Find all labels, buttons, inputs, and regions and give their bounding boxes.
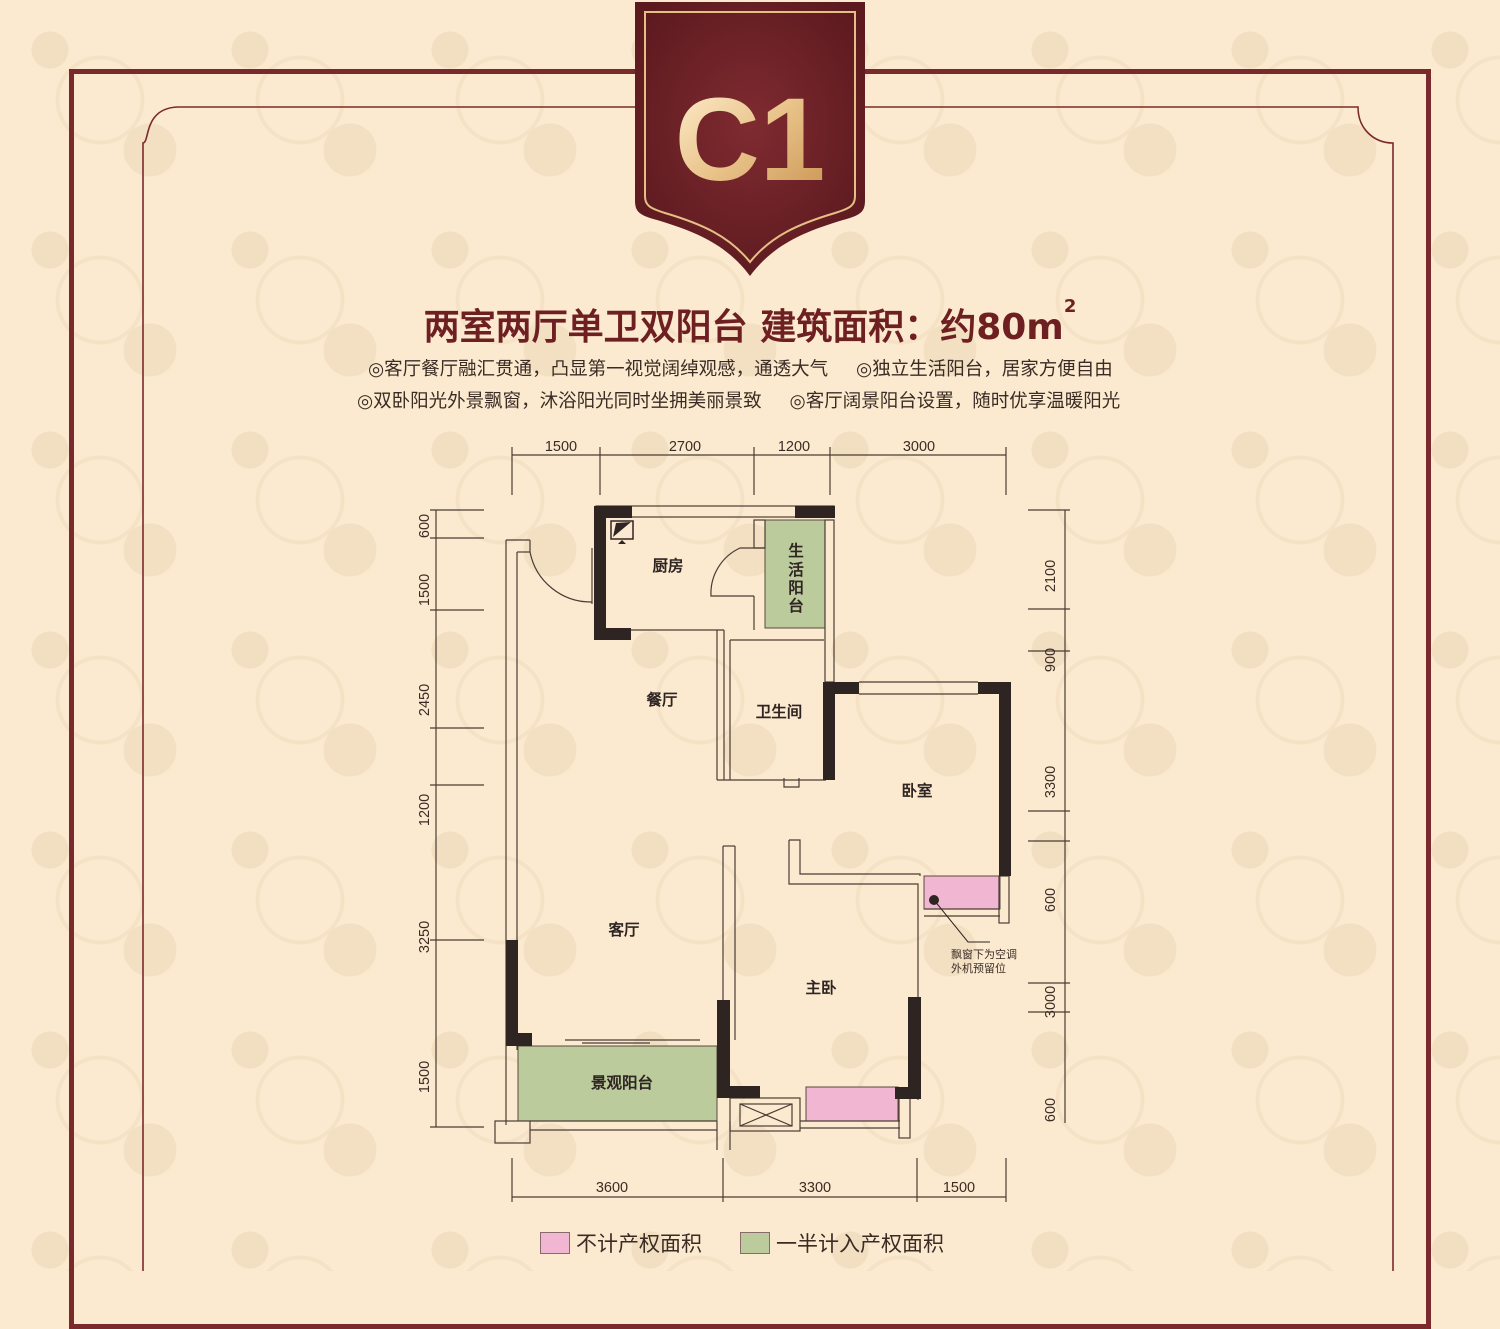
dim-right-4: 600: [1043, 888, 1059, 912]
room-utility-balcony-1: 生: [788, 541, 804, 560]
feature-row-2: ◎双卧阳光外景飘窗，沐浴阳光同时坐拥美丽景致 ◎客厅阔景阳台设置，随时优享温暖阳…: [357, 387, 1157, 413]
thin-walls: [494, 505, 1010, 1150]
structural-walls: [506, 506, 1011, 1099]
ac-note-line1: 飘窗下为空调: [951, 947, 1017, 961]
building-area: 建筑面积：约80m: [760, 307, 1064, 348]
room-view-balcony: 景观阳台: [591, 1073, 653, 1092]
master-bay-window: [805, 1086, 899, 1122]
stove-icon: [610, 520, 634, 544]
feature-item: ◎客厅餐厅融汇贯通，凸显第一视觉阔绰观感，通透大气: [368, 359, 829, 380]
area-unit-superscript: 2: [1063, 296, 1077, 317]
green-swatch: [740, 1232, 770, 1254]
badge-label: C1: [675, 74, 826, 206]
dim-left-1: 600: [417, 514, 433, 538]
feature-item: ◎客厅阔景阳台设置，随时优享温暖阳光: [789, 391, 1121, 412]
dim-left-6: 1500: [417, 1061, 433, 1093]
dim-top-4: 3000: [903, 439, 935, 455]
dim-bottom-2: 3300: [799, 1180, 831, 1196]
feature-row-1: ◎客厅餐厅融汇贯通，凸显第一视觉阔绰观感，通透大气 ◎独立生活阳台，居家方便自由: [368, 355, 1168, 381]
room-bedroom: 卧室: [901, 781, 932, 800]
pink-swatch: [540, 1232, 570, 1254]
dim-bottom-3: 1500: [943, 1180, 975, 1196]
annotation-leader: [933, 899, 990, 943]
inner-frame-border: [142, 106, 1394, 1271]
legend-item-half: 一半计入产权面积: [740, 1228, 944, 1258]
dim-top-2: 2700: [669, 439, 701, 455]
utility-balcony-area: [764, 519, 826, 629]
room-utility-balcony-3: 阳: [788, 579, 804, 597]
dim-top-3: 1200: [778, 439, 810, 455]
legend-label: 不计产权面积: [576, 1232, 702, 1256]
room-utility-balcony-2: 活: [788, 560, 804, 579]
dimension-labels: 1500 2700 1200 3000 3600 3300 1500 600 1…: [417, 439, 1059, 1196]
room-master-bedroom: 主卧: [805, 978, 837, 997]
dimension-lines: [430, 447, 1070, 1202]
layout-summary: 两室两厅单卫双阳台: [423, 307, 748, 348]
dim-left-2: 1500: [417, 574, 433, 606]
unit-type-badge: C1: [635, 2, 865, 276]
dim-right-5: 3000: [1043, 986, 1059, 1018]
legend-label: 一半计入产权面积: [776, 1232, 944, 1256]
room-living: 客厅: [608, 920, 640, 939]
dim-right-1: 2100: [1043, 560, 1059, 592]
room-utility-balcony-4: 台: [788, 596, 804, 615]
floor-plan: 1500 2700 1200 3000 3600 3300 1500 600 1…: [417, 439, 1070, 1202]
dim-right-3: 3300: [1043, 766, 1059, 798]
dim-top-1: 1500: [545, 439, 577, 455]
ac-note-line2: 外机预留位: [951, 961, 1006, 975]
dim-left-5: 3250: [417, 921, 433, 953]
area-legend: 不计产权面积 一半计入产权面积: [540, 1228, 982, 1258]
room-dining: 餐厅: [645, 690, 678, 709]
dim-left-4: 1200: [417, 794, 433, 826]
dim-bottom-1: 3600: [596, 1180, 628, 1196]
dim-right-2: 900: [1043, 648, 1059, 672]
room-bathroom: 卫生间: [756, 702, 803, 721]
feature-item: ◎独立生活阳台，居家方便自由: [856, 359, 1113, 380]
dim-left-3: 2450: [417, 684, 433, 716]
legend-item-excluded: 不计产权面积: [540, 1228, 702, 1258]
feature-item: ◎双卧阳光外景飘窗，沐浴阳光同时坐拥美丽景致: [357, 391, 762, 412]
unit-headline: 两室两厅单卫双阳台 建筑面积：约80m2: [0, 296, 1500, 350]
room-kitchen: 厨房: [652, 556, 683, 575]
dim-right-6: 600: [1043, 1098, 1059, 1122]
